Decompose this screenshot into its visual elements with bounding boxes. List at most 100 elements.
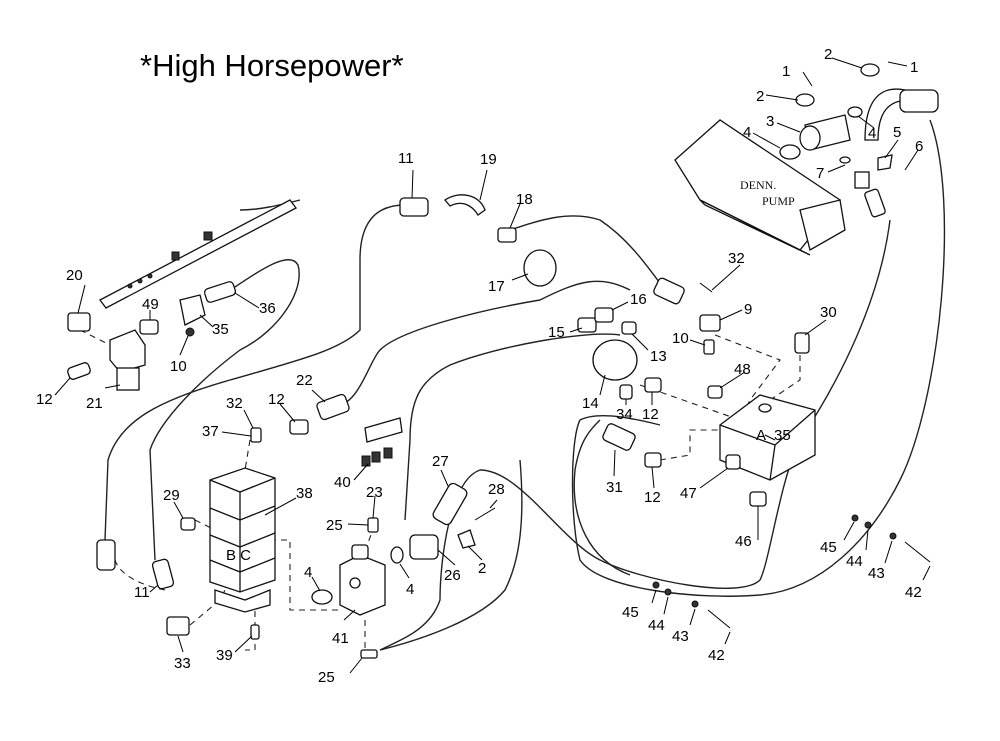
hose-11-top — [104, 204, 406, 541]
leader-23 — [372, 495, 376, 519]
split-flange-top — [860, 63, 880, 77]
callout-18: 18 — [516, 191, 533, 208]
callout-35-left: 35 — [212, 321, 229, 338]
leader-35-left — [199, 314, 214, 328]
pump-underside — [699, 199, 811, 256]
leader-35-right — [764, 434, 776, 441]
callout-37: 37 — [202, 423, 219, 440]
plug-40-b — [383, 447, 393, 459]
rail-plug-2 — [171, 251, 180, 261]
hose-end-22 — [316, 393, 350, 421]
leader-41 — [343, 609, 356, 621]
fitting-12-valve — [644, 452, 662, 468]
leader-4-top — [857, 115, 875, 129]
leader-39 — [234, 635, 253, 653]
fitting-16 — [594, 307, 614, 323]
plug-40-c — [361, 455, 371, 467]
leader-43-center — [689, 608, 696, 626]
stack-seam-3b — [239, 557, 276, 573]
callout-43-center: 43 — [672, 628, 689, 645]
washer-44-right — [864, 521, 872, 529]
leader-44-right — [865, 529, 869, 551]
leader-45-right — [843, 521, 855, 541]
rail-dot-2 — [137, 278, 143, 284]
manifold-14 — [577, 307, 662, 400]
leader-21 — [104, 384, 121, 389]
callout-41: 41 — [332, 630, 349, 647]
callout-47: 47 — [680, 485, 697, 502]
leader-7 — [827, 164, 846, 173]
callout-3: 3 — [766, 113, 774, 130]
relief-valve-41 — [311, 517, 404, 659]
hose-17-top — [509, 215, 666, 291]
rail-plug-1 — [203, 231, 213, 241]
leader-15 — [569, 327, 583, 333]
fitting-15 — [577, 317, 597, 333]
guide-39 — [245, 600, 256, 651]
bolt-28 — [474, 507, 496, 521]
callout-12-valve: 12 — [644, 489, 661, 506]
callout-33: 33 — [174, 655, 191, 672]
callout-17: 17 — [488, 278, 505, 295]
callout-40: 40 — [334, 474, 351, 491]
callout-44-center: 44 — [648, 617, 665, 634]
callout-2-left: 2 — [756, 88, 764, 105]
hose-22 — [339, 280, 631, 406]
fitting-12-manifold — [644, 377, 662, 393]
stack-body — [209, 467, 276, 593]
diagram-title: *High Horsepower* — [140, 48, 404, 83]
valve-group-26 — [409, 482, 496, 560]
hose-13 — [404, 333, 621, 521]
stack-seam-2 — [209, 534, 241, 548]
callout-12-left: 12 — [36, 391, 53, 408]
callout-42-right: 42 — [905, 584, 922, 601]
needle-32 — [699, 282, 713, 293]
callout-43-right: 43 — [868, 565, 885, 582]
leader-29 — [173, 501, 184, 519]
callout-45-center: 45 — [622, 604, 639, 621]
leader-32-left — [243, 409, 254, 429]
callout-10-right: 10 — [672, 330, 689, 347]
pump-assembly: DENN. PUMP — [674, 114, 851, 256]
callout-25-top: 25 — [326, 517, 343, 534]
hose-end-31 — [602, 423, 636, 451]
hose-end-group-22 — [289, 393, 350, 435]
leader-26 — [437, 549, 456, 566]
callout-23: 23 — [366, 484, 383, 501]
callout-6: 6 — [915, 138, 923, 155]
callout-45-right: 45 — [820, 539, 837, 556]
leader-11-top — [411, 169, 414, 199]
guide-14-35 — [639, 384, 741, 421]
callout-44-right: 44 — [846, 553, 863, 570]
callout-19: 19 — [480, 151, 497, 168]
callout-36: 36 — [259, 300, 276, 317]
callout-42-center: 42 — [708, 647, 725, 664]
fitting-12-middle — [289, 419, 309, 435]
pump-label-2: PUMP — [762, 194, 795, 208]
o-ring-4-right — [390, 546, 404, 564]
callout-12-manifold: 12 — [642, 406, 659, 423]
hose-end-11-bottom — [151, 558, 175, 590]
leader-19 — [479, 169, 488, 201]
callout-7: 7 — [816, 165, 824, 182]
leader-43-right — [884, 540, 893, 564]
port-label-a: A — [756, 427, 766, 444]
nut-45-right — [851, 514, 859, 522]
fitting-20 — [67, 312, 91, 332]
leader-22 — [311, 389, 326, 403]
rail-assembly — [67, 199, 297, 332]
fitting-25-bottom — [360, 649, 378, 659]
callout-12-middle: 12 — [268, 391, 285, 408]
leader-33 — [177, 635, 184, 653]
fitting-46 — [749, 491, 767, 507]
fitting-36 — [203, 281, 237, 303]
rail — [99, 199, 297, 309]
leader-18 — [509, 203, 521, 229]
callout-31: 31 — [606, 479, 623, 496]
hose-end-group-top — [399, 194, 557, 287]
fitting-9 — [699, 314, 721, 332]
split-flange-left — [795, 93, 815, 107]
clamp-5 — [877, 154, 893, 171]
leader-20 — [77, 284, 86, 314]
callout-32-right: 32 — [728, 250, 745, 267]
